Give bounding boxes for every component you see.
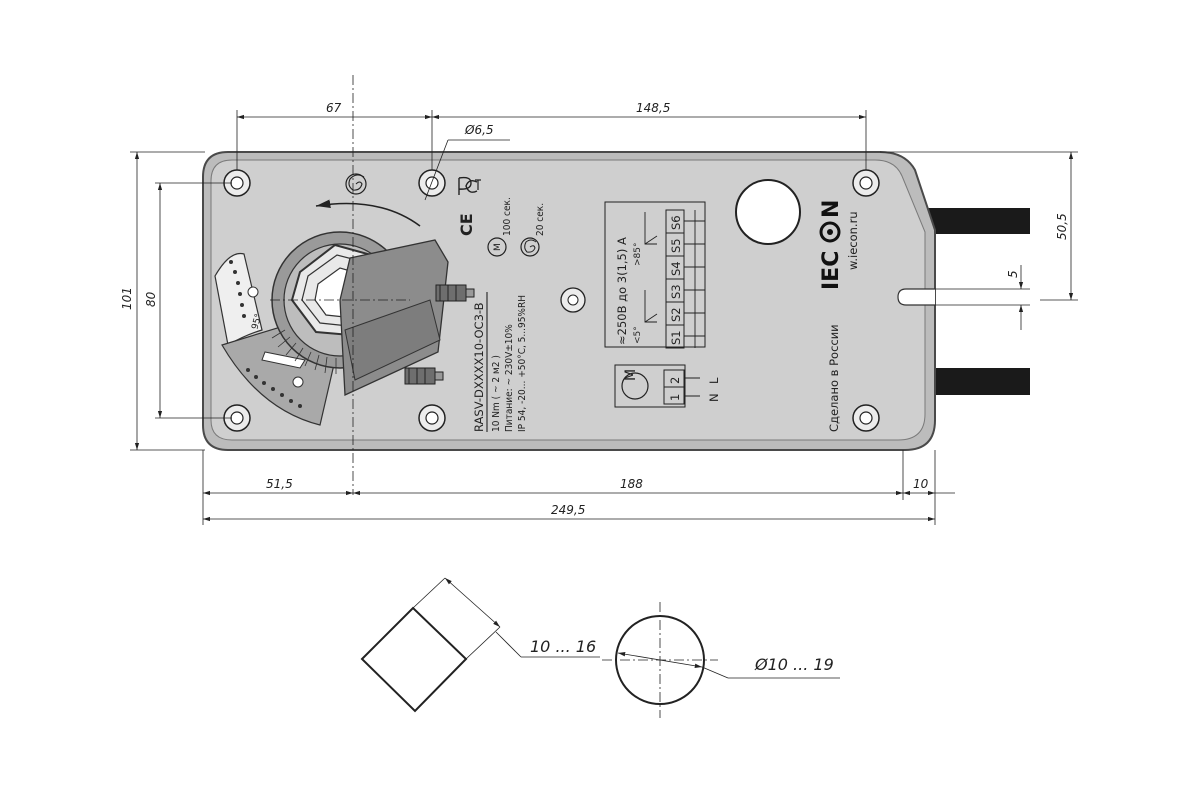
mounting-slot (897, 288, 935, 306)
motor-circle-icon: M (487, 237, 507, 257)
shaft-square-size: 10 ... 16 (530, 637, 596, 656)
dimension-lines: 67 148,5 Ø6,5 101 80 50,5 5 51,5 188 10 … (120, 101, 1078, 525)
protection-label: IP 54, -20... +50°C, 5...95%RH (517, 295, 528, 432)
ce-mark: CE (457, 213, 476, 236)
dim-249-5: 249,5 (551, 503, 585, 517)
round-shaft-section: Ø10 ... 19 (602, 602, 840, 718)
cable-bottom (925, 368, 1030, 395)
line-label: L (707, 377, 721, 384)
model-label: RASV-DXXXX10-OC3-B (472, 302, 486, 432)
motor-term-2: 2 (668, 377, 682, 384)
motor-time-label: 100 сек. (502, 197, 513, 236)
website-label: w.iecon.ru (846, 211, 860, 270)
sw-angle-high: >85° (633, 243, 643, 267)
power-label: Питание: ~ 230V±10% (504, 324, 515, 432)
aux-switch-diagram: ≈250В до 3(1,5) A <5° >85° S1 S2 S3 S4 S… (604, 201, 706, 349)
brand-o-icon (819, 221, 841, 243)
square-shaft-section: 10 ... 16 (360, 577, 600, 713)
terminal-s6: S6 (669, 215, 683, 230)
terminal-s5: S5 (669, 238, 683, 253)
neutral-label: N (707, 393, 721, 402)
rotation-arrow-icon (315, 199, 421, 227)
dim-hole-diameter: Ø6,5 (464, 123, 494, 137)
dim-50-5: 50,5 (1055, 213, 1069, 240)
motor-symbol: M (623, 369, 639, 381)
torque-label: 10 Nm ( ~ 2 м2 ) (491, 355, 502, 432)
svg-text:M: M (493, 243, 503, 251)
mounting-holes (223, 169, 880, 432)
made-in-label: Сделано в России (827, 324, 841, 432)
override-hole (735, 179, 801, 245)
actuator-body: 95° (202, 151, 1030, 451)
dim-51-5: 51,5 (266, 477, 293, 491)
motor-term-1: 1 (668, 394, 682, 401)
sw-angle-low: <5° (633, 326, 643, 344)
pct-mark-icon (458, 176, 481, 195)
dim-5: 5 (1006, 270, 1020, 278)
dim-101: 101 (120, 287, 134, 310)
dim-10: 10 (913, 477, 929, 491)
shaft-round-size: Ø10 ... 19 (754, 655, 834, 674)
dim-188: 188 (620, 477, 643, 491)
spring-circle-icon (520, 237, 540, 257)
terminal-s3: S3 (669, 284, 683, 299)
terminal-s1: S1 (669, 330, 683, 345)
terminal-s4: S4 (669, 261, 683, 276)
spring-time-label: 20 сек. (535, 203, 546, 236)
centerlines (270, 75, 410, 495)
clamp-bolt-top (435, 284, 475, 302)
pivot-dot (247, 286, 259, 298)
angle-95-label: 95° (250, 313, 264, 331)
cable-top (925, 208, 1030, 234)
switch-rating-label: ≈250В до 3(1,5) A (615, 237, 629, 345)
dim-67: 67 (326, 101, 342, 115)
brand-logo-tail: N (819, 200, 844, 218)
dim-80: 80 (144, 291, 158, 307)
dim-148-5: 148,5 (636, 101, 670, 115)
clamp-bolt-bottom (404, 367, 444, 385)
shaft-clamp (271, 231, 475, 396)
motor-wiring-diagram: M 1 2 N L (614, 364, 721, 408)
brand-logo: IEC (819, 251, 844, 290)
terminal-s2: S2 (669, 307, 683, 322)
